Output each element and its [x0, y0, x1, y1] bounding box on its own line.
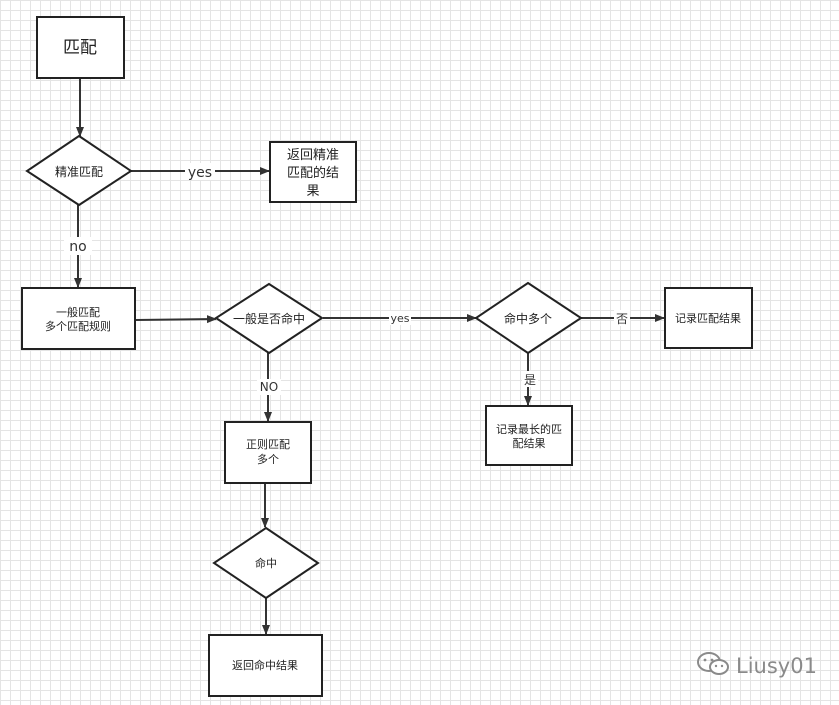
- node-return-exact-line-2: 匹配的结: [287, 165, 339, 181]
- label-exact-yes: yes: [188, 165, 212, 181]
- label-general-yes: yes: [390, 312, 409, 325]
- node-start: 匹配: [36, 16, 125, 79]
- node-regex-match: 正则匹配 多个: [224, 421, 312, 484]
- node-record-longest-line-2: 配结果: [513, 437, 546, 450]
- node-record-match-label: 记录匹配结果: [675, 312, 741, 325]
- node-hit-decision: 命中: [212, 526, 320, 600]
- node-return-hit: 返回命中结果: [208, 634, 323, 697]
- node-regex-match-line-1: 正则匹配: [246, 438, 290, 451]
- node-general-match: 一般匹配 多个匹配规则: [21, 287, 136, 350]
- node-return-exact-line-3: 果: [306, 184, 319, 199]
- node-return-exact-line-1: 返回精准: [287, 148, 339, 163]
- label-exact-no: no: [69, 239, 86, 255]
- node-general-hit-label: 一般是否命中: [233, 311, 305, 326]
- wechat-icon: [696, 651, 730, 682]
- node-record-match: 记录匹配结果: [664, 287, 753, 349]
- watermark-text: Liusy01: [736, 654, 817, 678]
- node-general-hit-decision: 一般是否命中: [214, 282, 324, 355]
- node-hit-multiple-decision: 命中多个: [474, 281, 583, 355]
- node-start-label: 匹配: [63, 38, 97, 58]
- node-general-match-line-1: 一般匹配: [56, 306, 100, 319]
- node-record-longest-line-1: 记录最长的匹: [496, 422, 562, 436]
- label-general-no: NO: [260, 380, 278, 394]
- node-exact-match-decision: 精准匹配: [25, 134, 133, 207]
- node-hit-multiple-label: 命中多个: [504, 311, 552, 326]
- edge-general-to-hit: [135, 315, 217, 324]
- node-general-match-line-2: 多个匹配规则: [45, 319, 111, 333]
- watermark: Liusy01: [696, 651, 817, 682]
- node-record-longest: 记录最长的匹 配结果: [485, 405, 573, 466]
- node-hit-label: 命中: [255, 556, 277, 570]
- node-return-hit-label: 返回命中结果: [232, 658, 298, 672]
- node-regex-match-line-2: 多个: [257, 452, 279, 466]
- node-exact-match-label: 精准匹配: [55, 165, 103, 179]
- label-multi-no: 否: [616, 312, 628, 326]
- label-multi-yes: 是: [524, 373, 536, 387]
- node-return-exact: 返回精准 匹配的结 果: [269, 141, 357, 203]
